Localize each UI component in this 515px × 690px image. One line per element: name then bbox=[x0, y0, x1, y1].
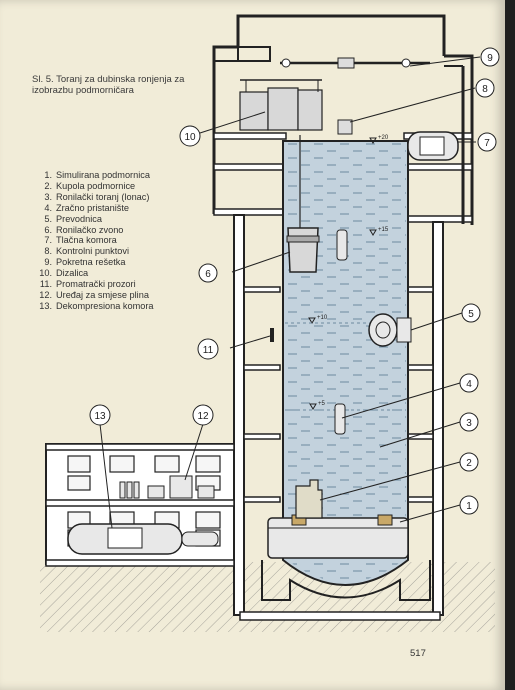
callout-4: 4 bbox=[459, 373, 479, 393]
svg-text:1: 1 bbox=[466, 501, 472, 512]
diving-bell bbox=[286, 135, 320, 273]
legend-item: 9.Pokretna rešetka bbox=[44, 257, 126, 268]
svg-text:4: 4 bbox=[466, 379, 472, 390]
svg-text:12: 12 bbox=[197, 411, 209, 422]
callout-leaders bbox=[99, 56, 481, 529]
callout-5: 5 bbox=[461, 303, 481, 323]
air-lock bbox=[334, 403, 346, 435]
callout-7: 7 bbox=[477, 132, 497, 152]
lock-chamber bbox=[368, 313, 412, 347]
callout-2: 2 bbox=[459, 452, 479, 472]
svg-text:9: 9 bbox=[487, 53, 493, 64]
callout-1: 1 bbox=[459, 495, 479, 515]
svg-text:+15: +15 bbox=[378, 227, 389, 233]
svg-text:10: 10 bbox=[184, 132, 196, 143]
figure-caption: Sl. 5. Toranj za dubinska ronjenja za iz… bbox=[32, 74, 185, 96]
legend-item: 3.Ronilački toranj (lonac) bbox=[44, 191, 150, 202]
callout-11: 11 bbox=[197, 338, 219, 360]
legend-item: 4.Zračno pristanište bbox=[44, 202, 130, 213]
svg-text:+20: +20 bbox=[378, 135, 389, 141]
svg-text:+10: +10 bbox=[317, 315, 328, 321]
svg-text:3: 3 bbox=[466, 418, 472, 429]
legend-item: 7.Tlačna komora bbox=[44, 235, 117, 246]
svg-text:7: 7 bbox=[484, 138, 490, 149]
svg-text:13: 13 bbox=[94, 411, 106, 422]
legend-item: 1.Simulirana podmornica bbox=[44, 170, 150, 180]
control-point bbox=[337, 119, 353, 135]
callout-markers: 1 2 3 4 5 6 7 8 9 10 11 12 13 bbox=[89, 47, 500, 515]
tower-wall-left bbox=[233, 214, 245, 616]
legend-item: 2.Kupola podmornice bbox=[44, 180, 136, 191]
crane bbox=[239, 79, 323, 131]
roof-outline bbox=[237, 46, 271, 62]
callout-10: 10 bbox=[179, 125, 201, 147]
svg-text:11: 11 bbox=[203, 345, 214, 356]
legend-item: 8.Kontrolni punktovi bbox=[44, 246, 130, 257]
callout-8: 8 bbox=[475, 78, 495, 98]
simulated-submarine bbox=[267, 514, 409, 559]
submarine-dome bbox=[295, 479, 323, 519]
legend-item: 10.Dizalica bbox=[39, 268, 89, 279]
pressure-chamber bbox=[407, 131, 459, 161]
legend-item: 12.Uređaj za smjese plina bbox=[39, 289, 149, 300]
roof-outline bbox=[236, 14, 446, 56]
page-edge-shadow bbox=[505, 0, 515, 690]
figure-legend: 1.Simulirana podmornica 2.Kupola podmorn… bbox=[38, 170, 174, 312]
tower-wall-right bbox=[432, 221, 444, 616]
page-number: 517 bbox=[410, 648, 426, 659]
legend-item: 13.Dekompresiona komora bbox=[39, 300, 154, 311]
svg-text:2: 2 bbox=[466, 458, 472, 469]
svg-text:6: 6 bbox=[205, 269, 211, 280]
callout-13: 13 bbox=[89, 404, 111, 426]
ground-hatch bbox=[40, 562, 495, 632]
callout-6: 6 bbox=[198, 263, 218, 283]
moving-grate bbox=[280, 57, 430, 69]
side-building bbox=[45, 443, 235, 567]
svg-text:8: 8 bbox=[482, 84, 488, 95]
svg-text:5: 5 bbox=[468, 309, 474, 320]
legend-item: 11.Promatrački prozori bbox=[39, 279, 136, 290]
legend-item: 6.Ronilačko zvono bbox=[44, 224, 124, 235]
svg-text:+5: +5 bbox=[318, 401, 326, 407]
callout-12: 12 bbox=[192, 404, 214, 426]
legend-item: 5.Prevodnica bbox=[44, 213, 102, 224]
callout-3: 3 bbox=[459, 412, 479, 432]
callout-9: 9 bbox=[480, 47, 500, 67]
